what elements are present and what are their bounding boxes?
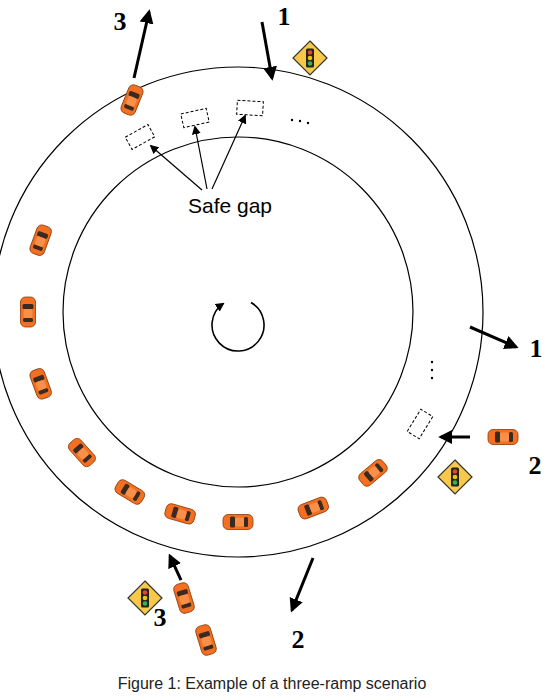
safe-gap-slot bbox=[181, 108, 209, 127]
car-icon bbox=[297, 496, 330, 521]
callout-number: 1 bbox=[278, 2, 291, 32]
car-roof bbox=[309, 502, 321, 514]
ramp-arrow bbox=[262, 22, 272, 78]
car-icon bbox=[28, 224, 52, 257]
callout-number: 3 bbox=[154, 603, 167, 633]
leader-line bbox=[212, 116, 245, 189]
callout-number: 2 bbox=[292, 625, 305, 655]
car-roof bbox=[235, 518, 244, 527]
car-body bbox=[119, 83, 144, 116]
car-roof bbox=[24, 309, 33, 318]
ellipsis-dot bbox=[291, 119, 293, 121]
car-body bbox=[113, 478, 146, 506]
car-icon bbox=[164, 503, 197, 526]
callout-number: 2 bbox=[529, 451, 542, 481]
car-roof bbox=[368, 466, 381, 479]
car-body bbox=[164, 503, 197, 526]
callout-number: 3 bbox=[114, 7, 127, 37]
yellow-light bbox=[308, 56, 313, 61]
safe-gap-slot bbox=[125, 125, 155, 150]
car-body bbox=[28, 224, 52, 257]
ramp-arrow bbox=[441, 436, 470, 439]
traffic-light-sign bbox=[293, 41, 327, 75]
yellow-light bbox=[453, 475, 458, 480]
car-windshield bbox=[23, 304, 34, 309]
car-roof bbox=[34, 236, 46, 248]
ramp-arrow bbox=[170, 556, 181, 580]
ramp-arrow bbox=[470, 327, 516, 347]
car-icon bbox=[21, 297, 36, 327]
car-body bbox=[357, 457, 390, 488]
yellow-light bbox=[143, 596, 148, 601]
ellipsis-dot bbox=[299, 120, 301, 122]
signal-housing bbox=[141, 589, 149, 608]
car-roof bbox=[77, 447, 90, 460]
ellipsis-dot bbox=[431, 361, 433, 363]
ellipsis-dot bbox=[307, 122, 309, 124]
leader-line bbox=[195, 127, 207, 189]
car-icon bbox=[113, 478, 146, 506]
car-body bbox=[21, 297, 36, 327]
safe-gap-slot bbox=[237, 100, 264, 116]
car-body bbox=[172, 581, 195, 614]
car-rear-window bbox=[244, 517, 248, 527]
safe-gap-slot bbox=[407, 409, 433, 438]
car-icon bbox=[488, 430, 518, 445]
ramp-arrow bbox=[292, 558, 313, 610]
car-roof bbox=[35, 379, 47, 391]
ellipsis-dot bbox=[431, 377, 433, 379]
annotation-text: Safe gap bbox=[188, 194, 272, 218]
figure-caption: Figure 1: Example of a three-ramp scenar… bbox=[118, 675, 427, 693]
car-body bbox=[194, 623, 217, 656]
signal-housing bbox=[306, 49, 314, 68]
car-icon bbox=[28, 367, 52, 400]
red-light bbox=[453, 469, 458, 474]
inner-road-edge bbox=[63, 137, 413, 487]
car-body bbox=[66, 436, 97, 468]
car-roof bbox=[179, 594, 190, 605]
car-body bbox=[297, 496, 330, 521]
ellipsis-dot bbox=[431, 369, 433, 371]
car-icon bbox=[357, 457, 390, 488]
car-rear-window bbox=[23, 318, 33, 322]
car-windshield bbox=[230, 517, 235, 528]
green-light bbox=[453, 480, 458, 485]
red-light bbox=[308, 50, 313, 55]
traffic-light-sign bbox=[438, 460, 472, 494]
signal-housing bbox=[451, 468, 459, 487]
car-icon bbox=[194, 623, 217, 656]
ramp-arrow bbox=[134, 12, 149, 78]
car-rear-window bbox=[509, 432, 513, 442]
callout-number: 1 bbox=[530, 334, 543, 364]
sign-diamond bbox=[438, 460, 472, 494]
car-roof bbox=[126, 96, 138, 108]
car-body bbox=[28, 367, 52, 400]
sign-diamond bbox=[293, 41, 327, 75]
car-windshield bbox=[495, 432, 500, 443]
car-body bbox=[488, 430, 518, 445]
rotation-arrow bbox=[212, 302, 264, 351]
outer-road-edge bbox=[0, 67, 483, 557]
green-light bbox=[308, 61, 313, 66]
green-light bbox=[143, 601, 148, 606]
red-light bbox=[143, 590, 148, 595]
car-icon bbox=[172, 581, 195, 614]
car-roof bbox=[500, 433, 509, 442]
car-icon bbox=[119, 83, 144, 116]
car-roof bbox=[125, 487, 137, 499]
car-roof bbox=[201, 636, 212, 647]
car-icon bbox=[66, 436, 97, 468]
car-body bbox=[223, 515, 253, 530]
car-roof bbox=[176, 509, 187, 520]
leader-line bbox=[151, 146, 202, 190]
car-icon bbox=[223, 515, 253, 530]
